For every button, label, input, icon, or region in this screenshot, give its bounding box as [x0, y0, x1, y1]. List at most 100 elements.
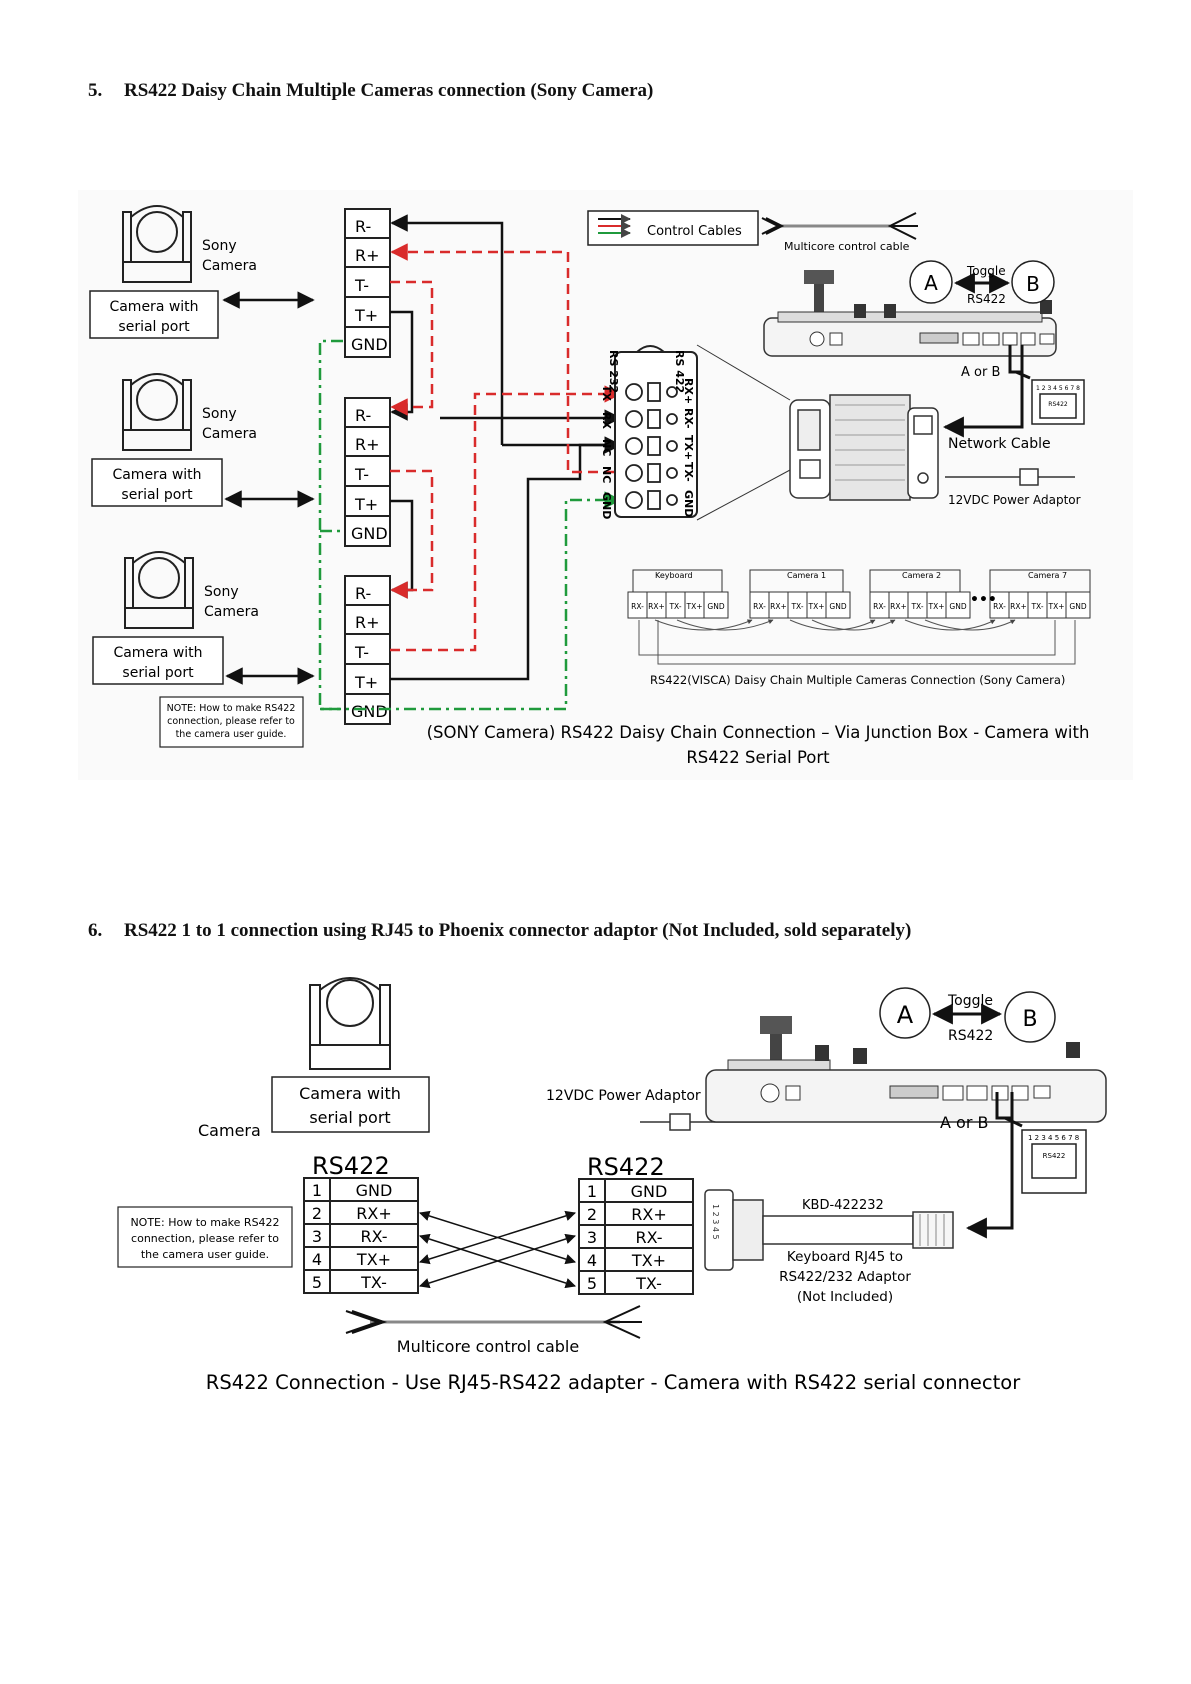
multicore-label: Multicore control cable — [397, 1337, 579, 1356]
note-box-5: NOTE: How to make RS422 connection, plea… — [159, 696, 304, 748]
sony-label: Sony — [202, 238, 237, 254]
chain-camera-2: Camera 2 — [902, 571, 941, 580]
pin-name: RX+ — [356, 1204, 391, 1223]
multicore-cable: Multicore control cable — [345, 1305, 642, 1356]
pin-r-minus: R- — [355, 406, 371, 425]
pin-t-minus: T- — [354, 465, 369, 484]
pin-t-minus: T- — [354, 643, 369, 662]
jb-gnd: GND — [682, 490, 695, 517]
pin-name: GND — [356, 1181, 393, 1200]
power-adaptor-icon — [945, 468, 1075, 486]
pin-t-plus: T+ — [354, 495, 378, 514]
chain-pin-label: RX- — [753, 602, 766, 611]
junction-box: RS 232 RS 422 TX RX NC NC GND RX+ RX- TX… — [600, 344, 791, 521]
camera-with-label: Camera with — [109, 299, 198, 315]
pin-gnd: GND — [351, 702, 388, 721]
chain-pin-label: GND — [1069, 602, 1086, 611]
note-line-2: connection, please refer to — [131, 1232, 279, 1245]
jb-rs232-label: RS 232 — [607, 350, 620, 393]
crossover-wires — [418, 1210, 577, 1289]
one-to-one-diagram: Camera with serial port Camera RS422 RS4… — [117, 977, 1107, 1394]
adaptor-line-2: RS422/232 Adaptor — [779, 1269, 911, 1285]
section-6-heading: 6. RS422 1 to 1 connection using RJ45 to … — [88, 920, 911, 942]
rj45-label: RS422 — [1048, 401, 1068, 408]
note-line-3: the camera user guide. — [176, 729, 287, 740]
pin-number: 3 — [587, 1228, 597, 1247]
diagram-6-caption: RS422 Connection - Use RJ45-RS422 adapte… — [206, 1371, 1021, 1394]
port-a-icon — [909, 260, 953, 304]
section-6-title: RS422 1 to 1 connection using RJ45 to Ph… — [124, 920, 912, 941]
pin-number: 2 — [587, 1205, 597, 1224]
multicore-label: Multicore control cable — [784, 240, 910, 253]
pin-name: TX- — [635, 1274, 662, 1293]
adaptor-line-3: (Not Included) — [797, 1289, 893, 1305]
camera-with-serial-port-box — [89, 290, 219, 339]
camera-with-label: Camera with — [113, 645, 202, 661]
chain-pin-label: TX- — [910, 602, 923, 611]
rs422-label: RS422 — [967, 292, 1006, 306]
section-5-heading: 5.RS422 Daisy Chain Multiple Cameras con… — [88, 80, 653, 102]
pin-number: 5 — [587, 1274, 597, 1293]
rj45-phoenix-adaptor-icon: 1 2 3 4 5 — [704, 1189, 954, 1271]
chain-pin-label: RX- — [993, 602, 1006, 611]
chain-pin-label: TX+ — [807, 602, 824, 611]
jb-nc: NC — [600, 439, 613, 456]
a-or-b-label: A or B — [940, 1113, 988, 1132]
camera-label: Camera — [198, 1121, 261, 1140]
pin-number: 1 — [587, 1182, 597, 1201]
port-a-label: A — [924, 271, 938, 295]
note-box-6: NOTE: How to make RS422 connection, plea… — [117, 1206, 293, 1268]
multicore-cable: Multicore control cable — [761, 212, 918, 253]
chain-pin-label: TX- — [1030, 602, 1043, 611]
sony-camera-2: Sony Camera Camera with serial port — [91, 373, 315, 508]
port-a-b-toggle: A B Toggle RS422 — [879, 987, 1056, 1044]
camera-label: Camera — [202, 426, 257, 442]
chain-pin-label: RX+ — [890, 602, 907, 611]
jb-nc: NC — [600, 466, 613, 483]
pin-r-plus: R+ — [355, 246, 380, 265]
toggle-label: Toggle — [947, 993, 993, 1009]
rj45-port-icon: 1 2 3 4 5 6 7 8 RS422 — [1031, 379, 1085, 425]
pin-name: TX+ — [356, 1250, 391, 1269]
kbd-label: KBD-422232 — [802, 1198, 884, 1213]
pin-name: RX- — [360, 1227, 387, 1246]
port-a-b-toggle: A B Toggle RS422 — [909, 260, 1055, 306]
port-b-label: B — [1022, 1007, 1037, 1032]
section-6-number: 6. — [88, 920, 103, 941]
chain-caption: RS422(VISCA) Daisy Chain Multiple Camera… — [650, 673, 1065, 687]
pin-name: TX+ — [631, 1251, 666, 1270]
camera-with-label: Camera with — [299, 1084, 401, 1103]
chain-pin-label: TX- — [668, 602, 681, 611]
camera-label: Camera — [204, 604, 259, 620]
section-5-title: RS422 Daisy Chain Multiple Cameras conne… — [124, 80, 654, 101]
adaptor-pin-table — [578, 1178, 694, 1295]
chain-pin-label: GND — [707, 602, 724, 611]
a-or-b-label: A or B — [961, 365, 1000, 380]
control-cables-label: Control Cables — [647, 224, 742, 239]
serial-port-label: serial port — [118, 319, 190, 335]
chain-camera-7: Camera 7 — [1028, 571, 1067, 580]
power-adaptor-label: 12VDC Power Adaptor — [546, 1088, 701, 1104]
camera-icon — [309, 977, 391, 1070]
keyboard-controller — [705, 1016, 1107, 1123]
rj45-pin-numbers: 1 2 3 4 5 6 7 8 — [1036, 385, 1080, 392]
chain-pin-label: RX+ — [1010, 602, 1027, 611]
camera-icon — [122, 205, 192, 283]
rs422-label: RS422 — [948, 1028, 993, 1044]
chain-pin-label: GND — [949, 602, 966, 611]
note-line-3: the camera user guide. — [141, 1248, 269, 1261]
port-b-label: B — [1026, 272, 1040, 296]
diagram-5-background — [78, 190, 1133, 780]
plug-pin-numbers: 1 2 3 4 5 — [711, 1204, 720, 1240]
rs422-left-label: RS422 — [312, 1152, 390, 1180]
chain-pin-box — [703, 591, 729, 619]
pin-number: 5 — [312, 1273, 322, 1292]
chain-pin-label: RX- — [873, 602, 886, 611]
rs422-right-label: RS422 — [587, 1153, 665, 1181]
sony-camera-1: Sony Camera Camera with serial port — [89, 205, 315, 339]
camera-with-serial-port-box — [271, 1076, 430, 1133]
daisy-chain-diagram: Sony Camera Camera with serial port Sony… — [78, 190, 1133, 780]
serial-port-label: serial port — [121, 487, 193, 503]
pin-number: 2 — [312, 1204, 322, 1223]
